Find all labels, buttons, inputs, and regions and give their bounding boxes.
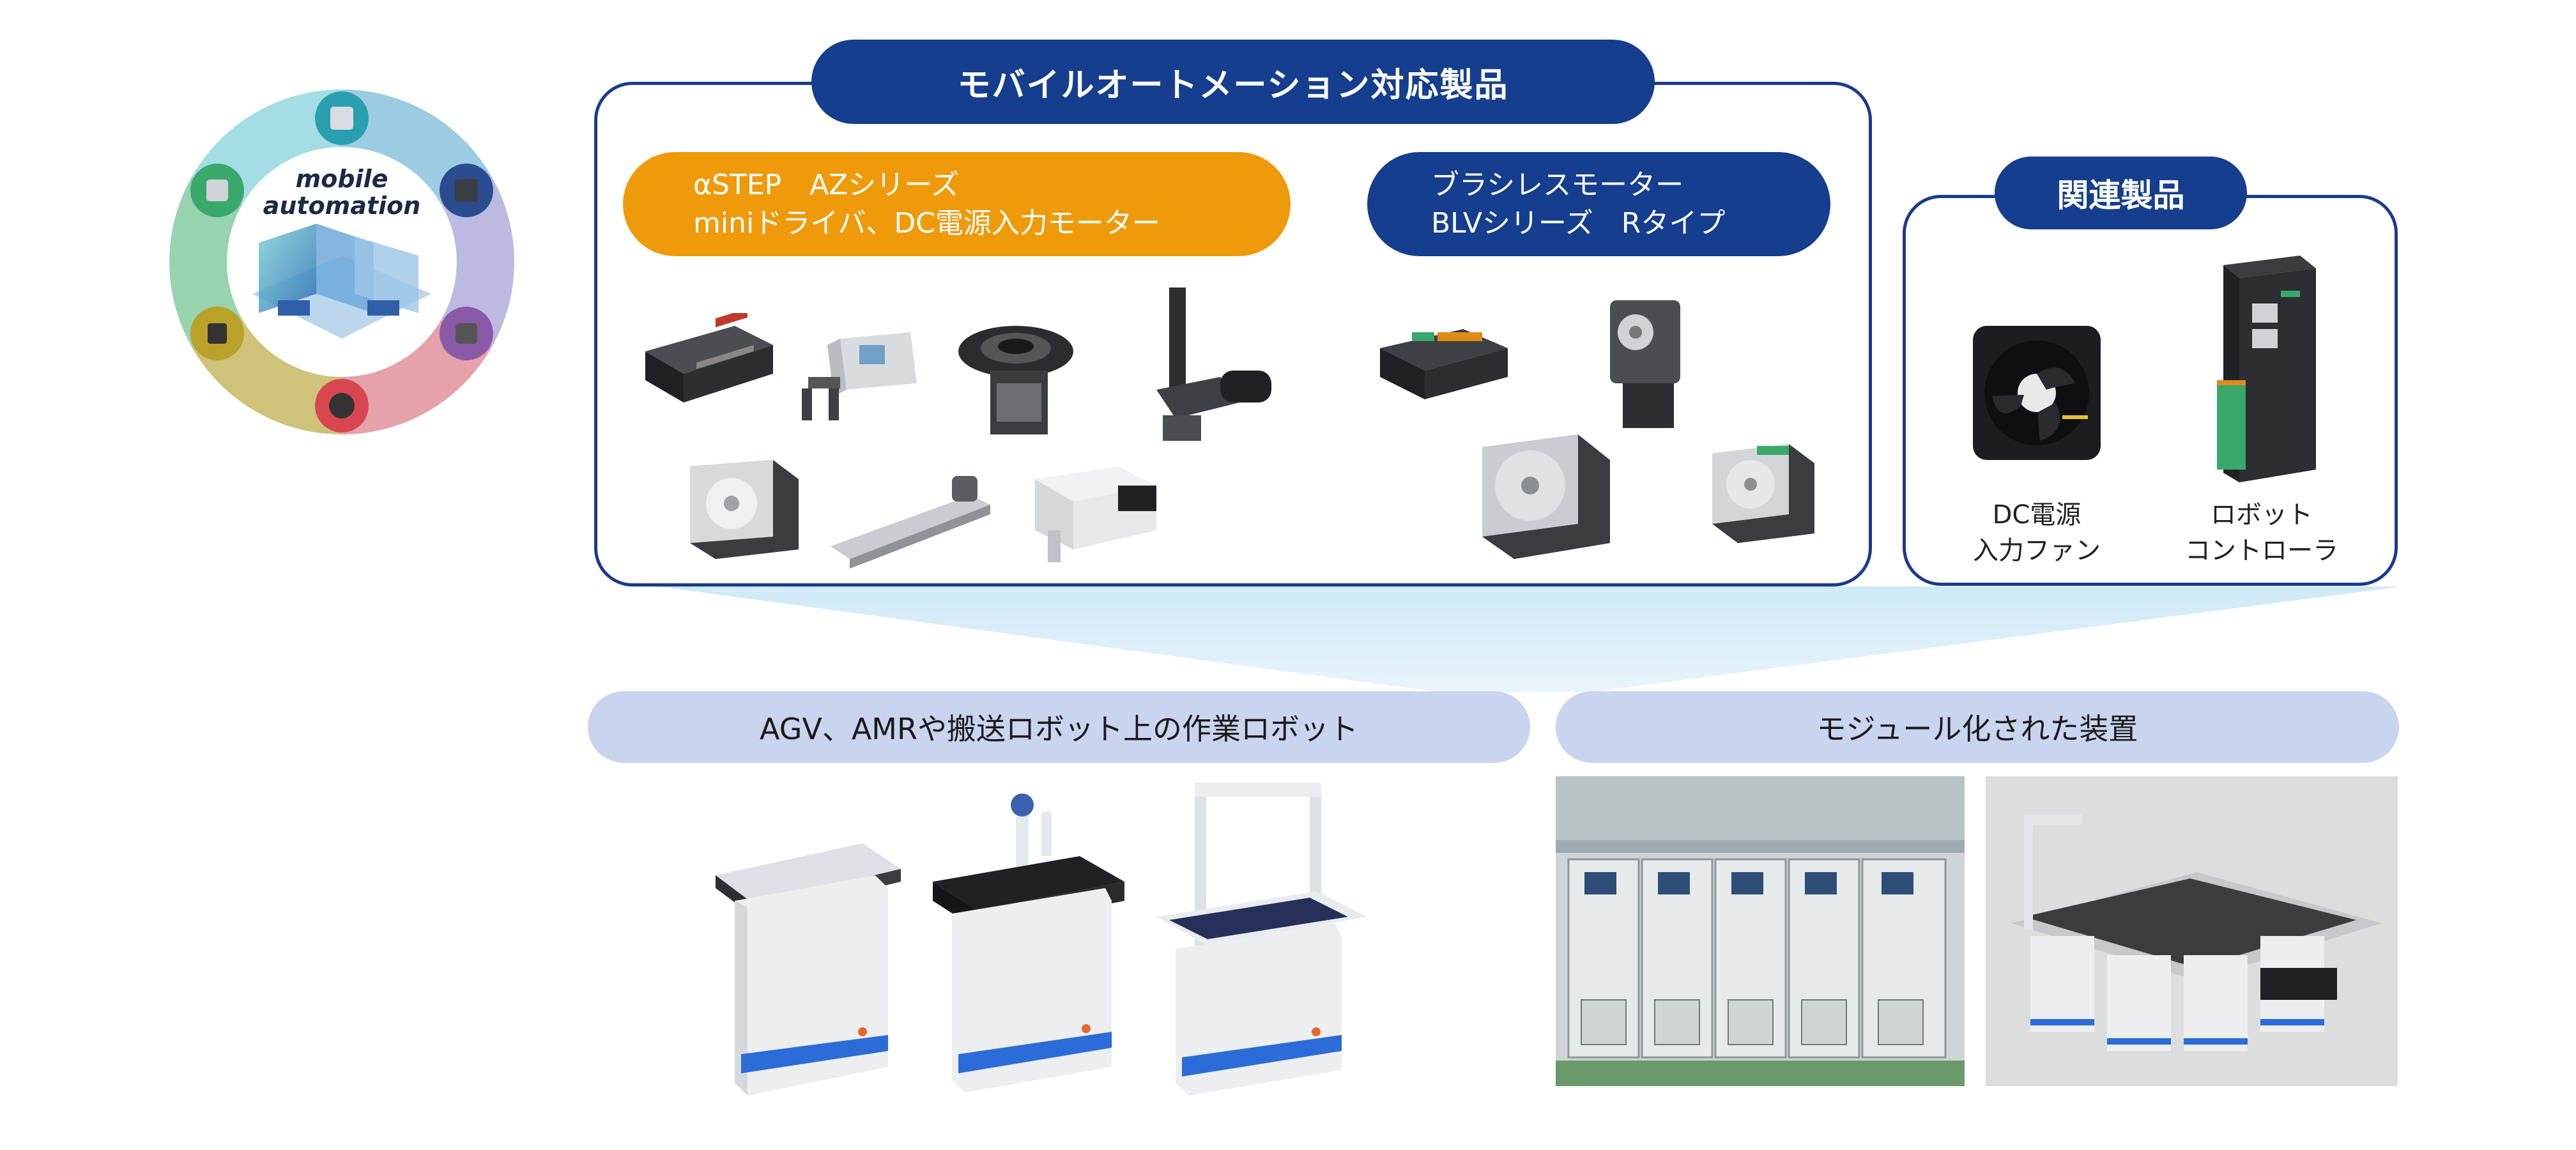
fan-caption: DC電源 入力ファン — [1954, 497, 2120, 569]
linear-actuator-vertical-image — [1144, 281, 1284, 447]
controller-caption-line2: コントローラ — [2185, 536, 2338, 565]
blv-driver-image — [1374, 313, 1514, 409]
hollow-rotary-actuator-image — [952, 313, 1092, 441]
cooling-fan-icon — [1966, 319, 2107, 466]
gripper-module-image — [1022, 441, 1169, 569]
electric-gripper-image — [795, 326, 923, 428]
modular-factory-photo — [1556, 776, 1965, 1086]
blv-gearmotor-image — [1591, 294, 1706, 434]
controller-caption-line1: ロボット — [2211, 500, 2313, 530]
robot-controller-icon — [2191, 252, 2332, 489]
az-series-label: αSTEP AZシリーズ miniドライバ、DC電源入力モーター — [623, 152, 1291, 256]
slim-linear-slider-image — [824, 463, 1003, 572]
az-series-line2: miniドライバ、DC電源入力モーター — [693, 206, 1160, 240]
blv-round-shaft-motor-image — [1463, 422, 1629, 569]
agv-cobot-robot-image — [920, 786, 1137, 1105]
az-series-line1: αSTEP AZシリーズ — [693, 168, 960, 201]
fan-caption-line2: 入力ファン — [1973, 536, 2101, 565]
related-panel-title: 関連製品 — [1995, 157, 2247, 229]
ring-label-mobile: mobile — [295, 165, 388, 193]
agv-conveyor-robot-image — [703, 799, 914, 1105]
ring-graphic — [169, 89, 514, 434]
stepping-motor-image — [671, 441, 818, 569]
ring-label-automation: automation — [263, 192, 421, 220]
mobile-automation-ring: mobile automation — [163, 83, 521, 441]
agv-gantry-robot-image — [1144, 776, 1374, 1105]
main-panel-title: モバイルオートメーション対応製品 — [811, 40, 1655, 124]
controller-caption: ロボット コントローラ — [2179, 497, 2345, 569]
blv-series-label: ブラシレスモーター BLVシリーズ Rタイプ — [1367, 152, 1830, 256]
funnel-gradient — [658, 586, 2402, 692]
module-application-label: モジュール化された装置 — [1556, 691, 2399, 763]
ring-motor-badges — [190, 91, 493, 433]
blv-compact-motor-image — [1699, 428, 1827, 549]
agv-application-label: AGV、AMRや搬送ロボット上の作業ロボット — [588, 691, 1530, 763]
blv-series-line2: BLVシリーズ Rタイプ — [1431, 206, 1726, 240]
mini-driver-image — [639, 313, 779, 409]
blv-series-line1: ブラシレスモーター — [1431, 168, 1684, 201]
modular-equipment-render — [1986, 776, 2398, 1086]
fan-caption-line1: DC電源 — [1992, 500, 2082, 530]
ring-center-machine — [252, 224, 431, 339]
